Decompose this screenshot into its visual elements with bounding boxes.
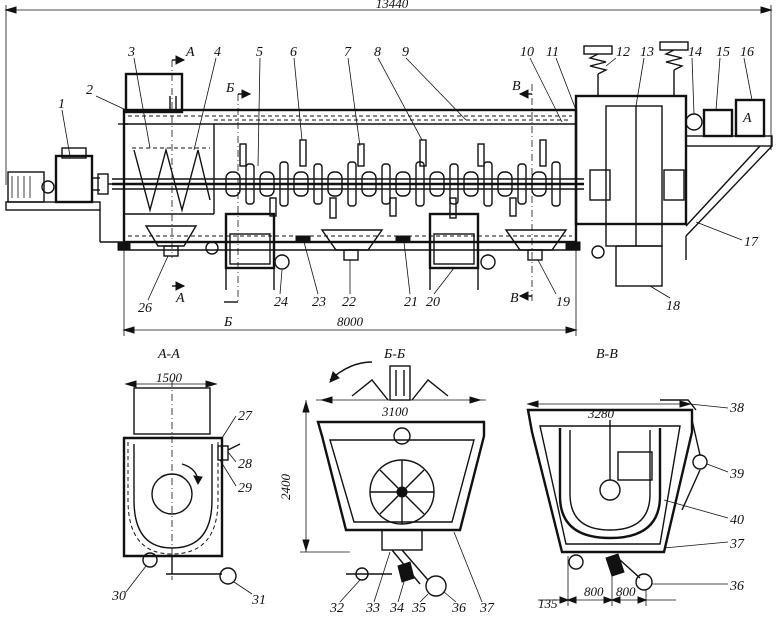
bb-top-motor — [389, 365, 411, 401]
label-32: 32 — [329, 601, 344, 616]
cut-b-bottom: Б — [223, 315, 232, 330]
label-27: 27 — [238, 409, 253, 424]
label-8: 8 — [374, 45, 381, 60]
dim-overall-length: 13440 — [376, 0, 409, 11]
label-26: 26 — [138, 301, 152, 316]
cut-b-top: Б — [225, 81, 234, 96]
label-33: 33 — [365, 601, 380, 616]
label-16: 16 — [740, 45, 754, 60]
label-21: 21 — [404, 295, 418, 310]
section-vv: В-В 3280 135 800 800 38 — [526, 347, 745, 611]
label-2: 2 — [86, 83, 93, 98]
label-35: 35 — [411, 601, 426, 616]
dim-body-length: 8000 — [337, 314, 364, 329]
aa-counterweight — [219, 567, 237, 585]
section-aa-title: А-А — [157, 347, 180, 362]
motor-left — [7, 171, 45, 203]
gear-motor-15 — [702, 108, 734, 138]
main-view: 13440 — [4, 0, 773, 336]
motor-base — [5, 201, 101, 211]
aa-trough — [133, 444, 213, 549]
dim-vv-135: 135 — [538, 596, 558, 611]
motor-16-mark: А — [742, 111, 752, 126]
section-bb: Б-Б 3100 2400 32 33 — [278, 347, 495, 616]
label-23: 23 — [312, 295, 326, 310]
coupling-left — [41, 180, 55, 194]
outlet-18 — [615, 245, 663, 287]
label-29: 29 — [238, 481, 252, 496]
coupling-shaft — [97, 173, 109, 195]
label-14: 14 — [688, 45, 702, 60]
label-31: 31 — [251, 593, 266, 608]
label-12: 12 — [616, 45, 630, 60]
label-36-bb: 36 — [451, 601, 466, 616]
label-37-vv: 37 — [729, 537, 745, 552]
label-19: 19 — [556, 295, 570, 310]
label-20: 20 — [426, 295, 440, 310]
label-30: 30 — [111, 589, 126, 604]
label-37-bb: 37 — [479, 601, 495, 616]
arrow-left — [4, 6, 17, 14]
label-28: 28 — [238, 457, 252, 472]
label-15: 15 — [716, 45, 730, 60]
label-38: 38 — [729, 401, 744, 416]
label-18: 18 — [666, 299, 680, 314]
dim-vv-800b: 800 — [616, 584, 636, 599]
spring-top-12 — [583, 45, 613, 55]
drum-unit-24 — [224, 212, 276, 270]
trough-body — [122, 108, 578, 244]
vv-counterweight — [635, 573, 653, 591]
label-6: 6 — [290, 45, 297, 60]
arrow-right — [760, 6, 773, 14]
label-22: 22 — [342, 295, 356, 310]
dim-bb-height: 2400 — [278, 474, 293, 501]
label-13: 13 — [640, 45, 654, 60]
spring-top-14 — [659, 41, 689, 51]
label-3: 3 — [127, 45, 135, 60]
cut-a-bottom: А — [175, 291, 185, 306]
label-39: 39 — [729, 467, 744, 482]
dim-aa-width: 1500 — [156, 370, 183, 385]
main-labels: 1 2 3 4 5 6 7 8 9 10 11 12 13 14 15 16 1… — [58, 45, 759, 316]
label-24: 24 — [274, 295, 288, 310]
label-40: 40 — [730, 513, 744, 528]
feed-screw — [133, 147, 211, 213]
cut-v-top: В — [512, 79, 521, 94]
label-10: 10 — [520, 45, 534, 60]
discharge-chamber — [574, 94, 688, 226]
dim-vv-800a: 800 — [584, 584, 604, 599]
gearbox-1 — [54, 154, 94, 204]
vv-bearing-39 — [692, 454, 708, 470]
cut-a-top: А — [185, 45, 195, 60]
label-5: 5 — [256, 45, 263, 60]
section-vv-title: В-В — [596, 347, 618, 362]
outlet-hopper-19 — [504, 229, 568, 251]
outlet-hopper-22 — [320, 229, 384, 251]
label-11: 11 — [546, 45, 559, 60]
outlet-hopper-26 — [144, 225, 198, 247]
cut-v-bottom: В — [510, 291, 519, 306]
loading-hopper — [124, 72, 184, 114]
vv-shaft — [599, 479, 621, 501]
section-aa: А-А 1500 27 28 29 30 31 — [111, 347, 266, 608]
label-1: 1 — [58, 97, 65, 112]
section-bb-title: Б-Б — [383, 347, 405, 362]
aa-casing — [122, 436, 224, 558]
dim-bb-width: 3100 — [381, 404, 409, 419]
aa-hopper — [133, 387, 211, 435]
label-7: 7 — [344, 45, 352, 60]
vv-trough — [558, 428, 662, 540]
label-4: 4 — [214, 45, 221, 60]
dim-vv-width: 3280 — [587, 406, 615, 421]
label-34: 34 — [389, 601, 404, 616]
bb-counterweight — [425, 575, 447, 597]
bb-casing — [316, 420, 486, 532]
label-17: 17 — [744, 235, 759, 250]
paddle-row — [225, 139, 561, 219]
coupling-15 — [685, 113, 703, 131]
label-9: 9 — [402, 45, 409, 60]
label-36-vv: 36 — [729, 579, 744, 594]
